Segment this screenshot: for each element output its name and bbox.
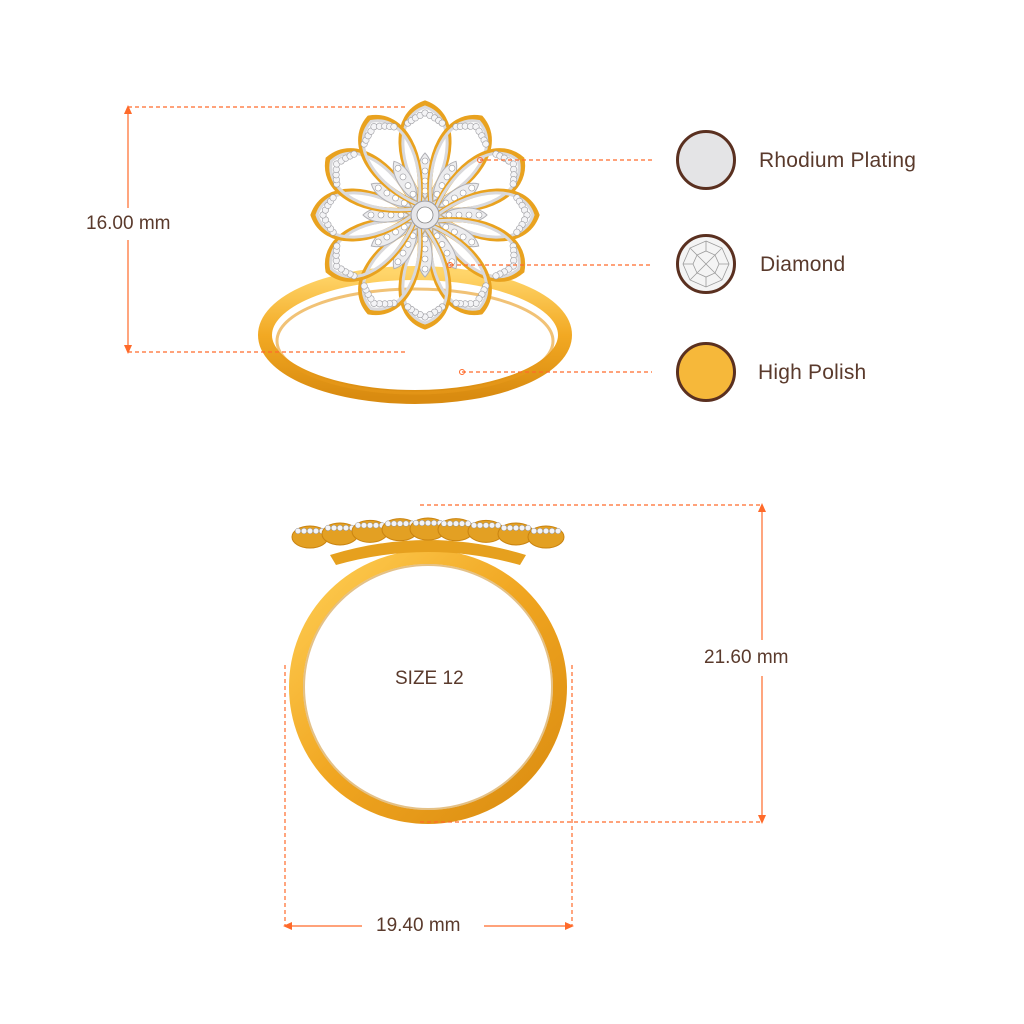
legend-label-rhodium: Rhodium Plating [759, 149, 917, 172]
legend-label-diamond: Diamond [760, 253, 846, 276]
legend-label-high-polish: High Polish [758, 361, 867, 384]
diamond-swatch-icon [676, 234, 736, 294]
ring-height-label: 21.60 mm [704, 647, 789, 668]
ring-top-view-image [258, 100, 572, 404]
ring-width-label: 19.40 mm [376, 915, 461, 936]
ring-size-label: SIZE 12 [395, 668, 464, 689]
rhodium-swatch-icon [676, 130, 736, 190]
ring-front-view-image [289, 517, 567, 824]
head-height-label: 16.00 mm [86, 213, 171, 234]
high-polish-swatch-icon [676, 342, 736, 402]
